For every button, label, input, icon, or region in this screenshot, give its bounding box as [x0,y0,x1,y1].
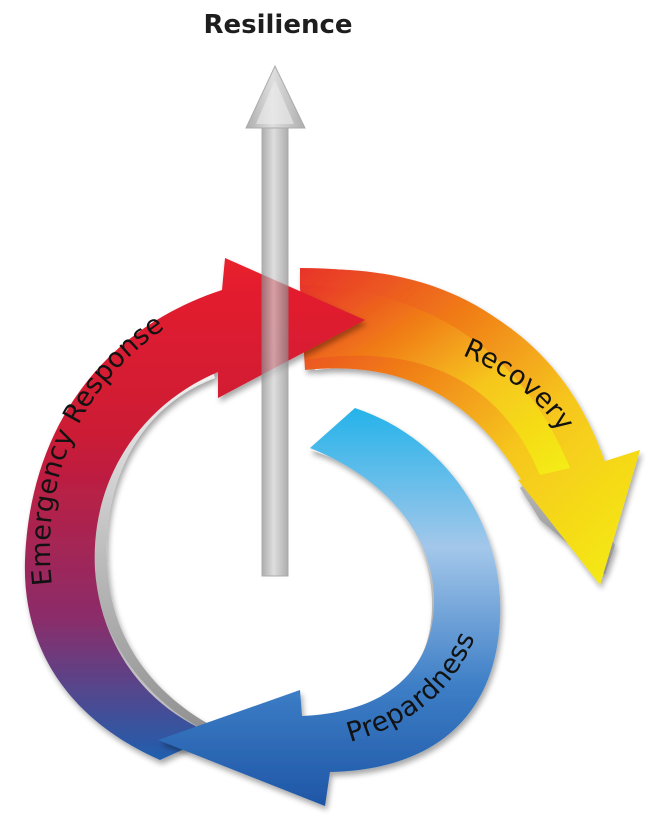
emergency-response-arrow-bevel [94,365,226,740]
resilience-arrow-head-highlight [256,80,294,124]
emergency-response-arrow-body [24,258,365,760]
emergency-response-arrow [24,258,365,760]
recovery-arrow [300,268,640,585]
recovery-arrow-inner [300,285,570,475]
preparedness-arrow-body [158,408,501,806]
diagram-title: Resilience [203,10,352,40]
resilience-arrow [245,64,306,577]
resilience-arrow-shaft [261,127,289,577]
recovery-arrow-shape [300,268,640,585]
preparedness-arrow [158,408,501,806]
resilience-arrow-head [245,64,306,129]
